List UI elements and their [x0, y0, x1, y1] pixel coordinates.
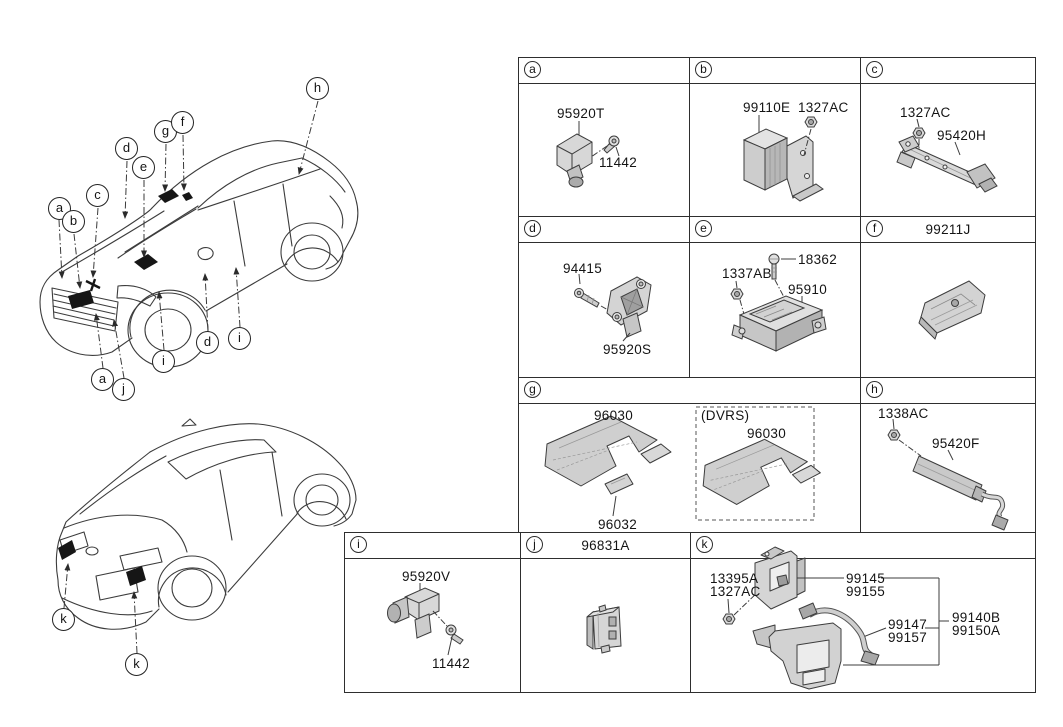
part-number-1327AC: 1327AC	[900, 105, 951, 120]
callout-b: b	[62, 210, 85, 233]
callout-a2: a	[91, 368, 114, 391]
cell-d-letter: d	[524, 220, 541, 237]
cell-k-header: k	[691, 533, 1035, 559]
cell-i: i 95920V 11442	[344, 532, 521, 693]
part-number-95910: 95910	[788, 282, 828, 297]
callout-c: c	[86, 184, 109, 207]
part-number-95920S: 95920S	[603, 342, 652, 357]
cell-f: f 99211J	[860, 216, 1036, 378]
cell-e: e	[689, 216, 861, 378]
module-illustration	[521, 533, 689, 691]
part-number-99155: 99155	[846, 584, 886, 599]
part-number-18362: 18362	[798, 252, 838, 267]
cell-b: b 99110E 1327AC	[689, 57, 861, 217]
side-impact-sensor-illustration	[519, 217, 688, 376]
srs-control-module-illustration	[690, 217, 859, 376]
cell-d-header: d	[519, 217, 689, 243]
part-number-99150A: 99150A	[952, 623, 1001, 638]
part-number-95420F: 95420F	[932, 436, 980, 451]
cell-k: k	[690, 532, 1036, 693]
part-number-99211J: 99211J	[925, 222, 971, 237]
cell-k-letter: k	[696, 536, 713, 553]
part-number-95920V: 95920V	[402, 569, 451, 584]
antenna-bracket-illustration	[861, 58, 1034, 215]
cell-h-header: h	[861, 378, 1035, 404]
part-number-96030-dvrs: 96030	[747, 426, 787, 441]
part-number-11442: 11442	[432, 656, 471, 671]
callout-f: f	[171, 111, 194, 134]
cell-e-letter: e	[695, 220, 712, 237]
part-number-94415: 94415	[563, 261, 603, 276]
overhead-console-illustration	[519, 378, 859, 532]
pressure-sensor-illustration	[345, 533, 519, 691]
cell-a-header: a	[519, 58, 689, 84]
radar-unit-illustration	[690, 58, 859, 215]
cell-g-letter: g	[524, 381, 541, 398]
part-number-99157: 99157	[888, 630, 928, 645]
part-number-96032: 96032	[598, 517, 638, 532]
part-number-99145: 99145	[846, 571, 886, 586]
cell-b-letter: b	[695, 61, 712, 78]
cell-i-header: i	[345, 533, 520, 559]
part-number-99110E: 99110E	[743, 100, 791, 115]
callout-e: e	[132, 156, 155, 179]
part-number-11442: 11442	[599, 155, 638, 170]
part-number-13395A: 13395A	[710, 571, 759, 586]
cell-c-letter: c	[866, 61, 883, 78]
top-car-leader-lines	[58, 100, 319, 379]
callout-k2: k	[125, 653, 148, 676]
cell-a-letter: a	[524, 61, 541, 78]
cell-f-letter: f	[866, 220, 883, 237]
part-number-1338AC: 1338AC	[878, 406, 929, 421]
cell-c-header: c	[861, 58, 1035, 84]
part-number-1327AC: 1327AC	[798, 100, 849, 115]
dvrs-caption: (DVRS)	[701, 408, 750, 423]
rear-corner-radar-illustration	[691, 533, 1034, 691]
antenna-assembly-illustration	[861, 378, 1034, 532]
cell-i-letter: i	[350, 536, 367, 553]
multifunction-camera-illustration	[861, 217, 1034, 376]
car-location-views	[39, 100, 359, 654]
cell-h: h 1338AC 95420F	[860, 377, 1036, 534]
callout-j: j	[112, 378, 135, 401]
part-number-99140B: 99140B	[952, 610, 1001, 625]
part-number-1337AB: 1337AB	[722, 266, 772, 281]
part-number-95920T: 95920T	[557, 106, 605, 121]
callout-i: i	[152, 350, 175, 373]
cell-j-header: j 96831A	[521, 533, 690, 559]
part-number-95420H: 95420H	[937, 128, 987, 143]
cell-b-header: b	[690, 58, 860, 84]
callout-d: d	[115, 137, 138, 160]
part-number-99147: 99147	[888, 617, 928, 632]
cell-e-header: e	[690, 217, 860, 243]
cell-j: j 96831A	[520, 532, 691, 693]
cell-d: d 94415 95920S	[518, 216, 690, 378]
callout-d2: d	[196, 331, 219, 354]
cell-c: c 1327AC 95420H	[860, 57, 1036, 217]
part-number-1327AC: 1327AC	[710, 584, 761, 599]
callout-k: k	[52, 608, 75, 631]
cell-h-letter: h	[866, 381, 883, 398]
bottom-car-component-marks	[58, 540, 146, 586]
cell-g: g	[518, 377, 861, 534]
callout-h: h	[306, 77, 329, 100]
part-number-96831A: 96831A	[581, 538, 630, 553]
cell-g-header: g	[519, 378, 860, 404]
callout-i2: i	[228, 327, 251, 350]
cell-j-letter: j	[526, 536, 543, 553]
top-car-front-view	[39, 140, 359, 368]
cell-f-header: f 99211J	[861, 217, 1035, 243]
cell-a: a 95920T 11442	[518, 57, 690, 217]
top-car-component-marks	[68, 189, 193, 309]
part-number-96030: 96030	[594, 408, 634, 423]
bottom-car-rear-view	[55, 418, 357, 630]
bottom-car-leader-lines	[63, 563, 138, 654]
impact-sensor-illustration	[519, 58, 688, 215]
